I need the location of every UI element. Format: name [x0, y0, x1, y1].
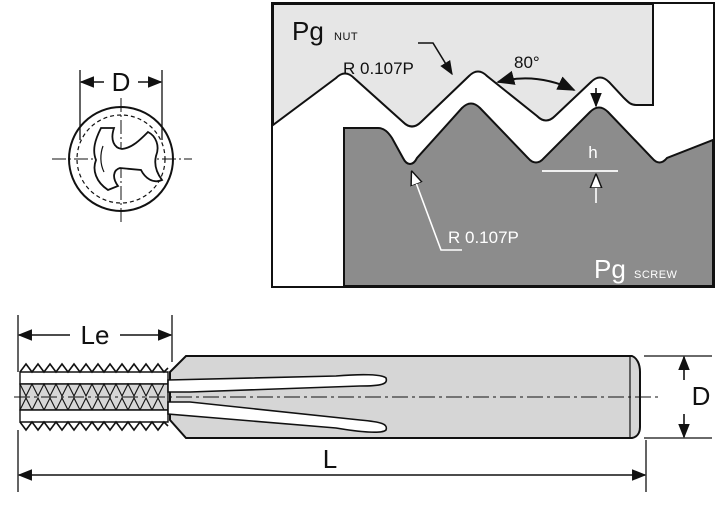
thread-profile: Pg NUT R 0.107P 80° h R 0.107P Pg SCREW: [271, 2, 715, 288]
nut-region: [272, 3, 654, 128]
flute-lower: [167, 401, 388, 433]
end-view: D: [52, 67, 192, 222]
thread-crest-top: [19, 362, 169, 374]
flute-upper: [167, 373, 388, 393]
screw-region: [343, 102, 714, 287]
thread-bottom-band: [19, 409, 169, 423]
thread-teeth-upper: [19, 382, 165, 398]
height-label: h: [588, 143, 597, 162]
screw-label: Pg: [594, 254, 626, 284]
angle-label: 80°: [514, 53, 540, 72]
end-view-minor-circle: [76, 114, 166, 204]
end-view-flute-profile: [93, 127, 164, 192]
thread-top-band: [19, 371, 169, 385]
radius-bottom-label: R 0.107P: [448, 228, 519, 247]
l-label: L: [323, 444, 337, 474]
side-d-label: D: [692, 381, 711, 411]
side-view: Le D L: [14, 315, 712, 492]
thread-crest-bottom: [19, 420, 169, 432]
radius-top-leader: [418, 42, 453, 76]
end-view-flute-inner: [100, 145, 105, 173]
angle-arc: [496, 70, 576, 91]
le-label: Le: [81, 320, 110, 350]
radius-bottom-leader: [412, 172, 462, 251]
radius-top-label: R 0.107P: [343, 59, 414, 78]
end-view-outer-circle: [68, 106, 174, 212]
nut-label: Pg: [292, 16, 324, 46]
end-view-d-label: D: [112, 67, 131, 97]
nut-sub-label: NUT: [334, 31, 358, 43]
screw-sub-label: SCREW: [634, 269, 678, 281]
